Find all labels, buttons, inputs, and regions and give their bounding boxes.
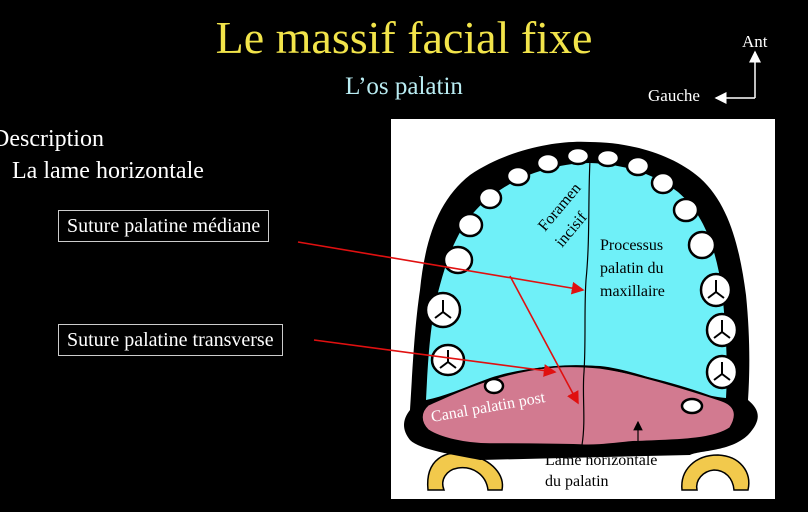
callout-suture-transverse: Suture palatine transverse [58,324,283,356]
arrow-suture-transverse [313,339,557,377]
orientation-gauche-label: Gauche [648,86,700,105]
callout-suture-mediane: Suture palatine médiane [58,210,270,242]
slide-title: Le massif facial fixe [215,12,593,63]
label-processus-3: maxillaire [600,283,665,300]
arrow-suture-mediane-2 [509,275,579,405]
label-lame-horizontale-2: du palatin [545,473,609,490]
slide-subtitle: L’os palatin [345,73,463,100]
bullet-description: Description [0,126,104,152]
label-processus-1: Processus [600,237,663,254]
label-processus-2: palatin du [600,260,664,277]
orientation-ant-label: Ant [742,32,768,51]
callout-arrows [297,241,585,405]
yellow-structure-left [427,452,504,491]
bullet-lame-horizontale: La lame horizontale [12,158,204,184]
yellow-structure-right [681,454,750,491]
label-lame-horizontale-1: Lame horizontale [545,452,657,469]
arrow-suture-mediane [297,241,585,295]
median-suture-line [581,159,591,446]
orientation-arrows [714,50,761,104]
